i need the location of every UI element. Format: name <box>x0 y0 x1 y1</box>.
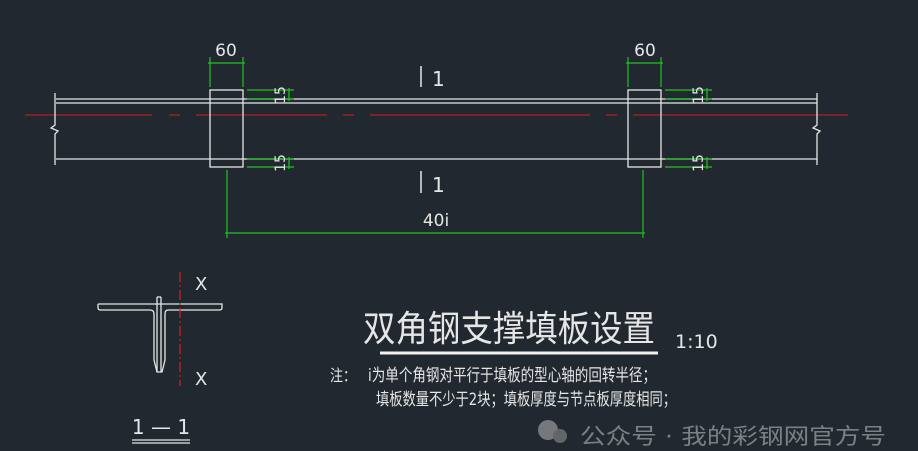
watermark-text: 公众号 · 我的彩钢网官方号 <box>580 425 886 450</box>
axis-label-top: X <box>195 274 207 295</box>
dimension-lines <box>208 57 712 238</box>
drawing-scale: 1:10 <box>675 331 718 353</box>
section-mark-top: 1 <box>432 67 445 91</box>
dim-gap-top-left: 15 <box>273 86 289 104</box>
watermark: 公众号 · 我的彩钢网官方号 <box>538 420 886 450</box>
dim-plate-width-left: 60 <box>215 41 237 61</box>
break-line-left <box>49 93 60 165</box>
filler-plate-right <box>627 89 662 168</box>
notes-prefix: 注： <box>330 366 356 385</box>
section-label: 1 — 1 <box>132 415 190 439</box>
dim-gap-bottom-right: 15 <box>691 154 707 172</box>
filler-plate-left <box>209 89 244 168</box>
dim-spacing: 40i <box>423 211 449 231</box>
section-1-1-drawing <box>97 296 223 373</box>
drawing-title: 双角钢支撑填板设置 <box>363 309 655 350</box>
dim-gap-top-right: 15 <box>691 86 707 104</box>
section-mark-bottom: 1 <box>432 173 445 197</box>
break-line-right <box>811 93 822 165</box>
wechat-icon <box>538 420 558 440</box>
dim-gap-bottom-left: 15 <box>273 154 289 172</box>
dim-plate-width-right: 60 <box>634 41 656 61</box>
note-line-1: i为单个角钢对平行于填板的型心轴的回转半径； <box>368 366 656 386</box>
axis-label-bottom: X <box>195 369 207 390</box>
note-line-2: 填板数量不少于2块；填板厚度与节点板厚度相同； <box>376 390 676 410</box>
